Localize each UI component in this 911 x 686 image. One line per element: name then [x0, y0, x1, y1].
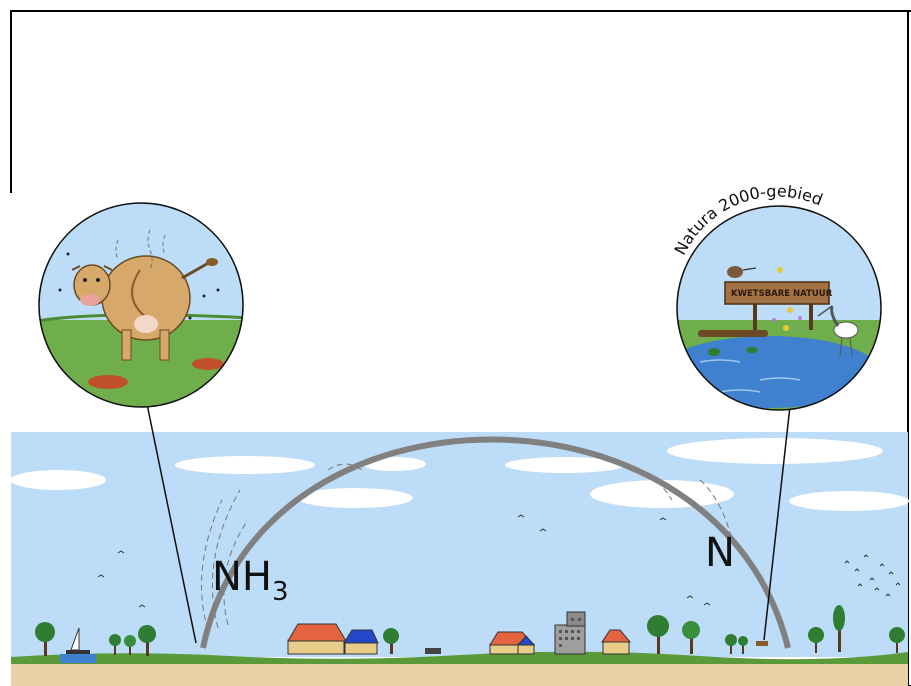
village: [287, 611, 768, 655]
cow-illustration: [38, 202, 244, 408]
sky-band: [11, 432, 908, 657]
clouds: [10, 438, 909, 511]
cow-pointer-line: [146, 403, 197, 644]
birds: [97, 514, 901, 608]
natura-illustration: Natura 2000-gebied KWETSBARE NATUUR: [670, 181, 882, 411]
water-ditch: [60, 654, 96, 663]
ground-soil: [11, 662, 908, 686]
deposition-arc: [200, 436, 791, 649]
nh3-label: NH3: [212, 554, 289, 607]
trees: [35, 605, 905, 656]
sign-text: KWETSBARE NATUUR: [731, 289, 833, 299]
nature-pointer-line: [763, 405, 791, 641]
nitrogen-label: N: [705, 530, 735, 576]
sailboat: [66, 627, 90, 654]
grass-line: [11, 651, 908, 664]
